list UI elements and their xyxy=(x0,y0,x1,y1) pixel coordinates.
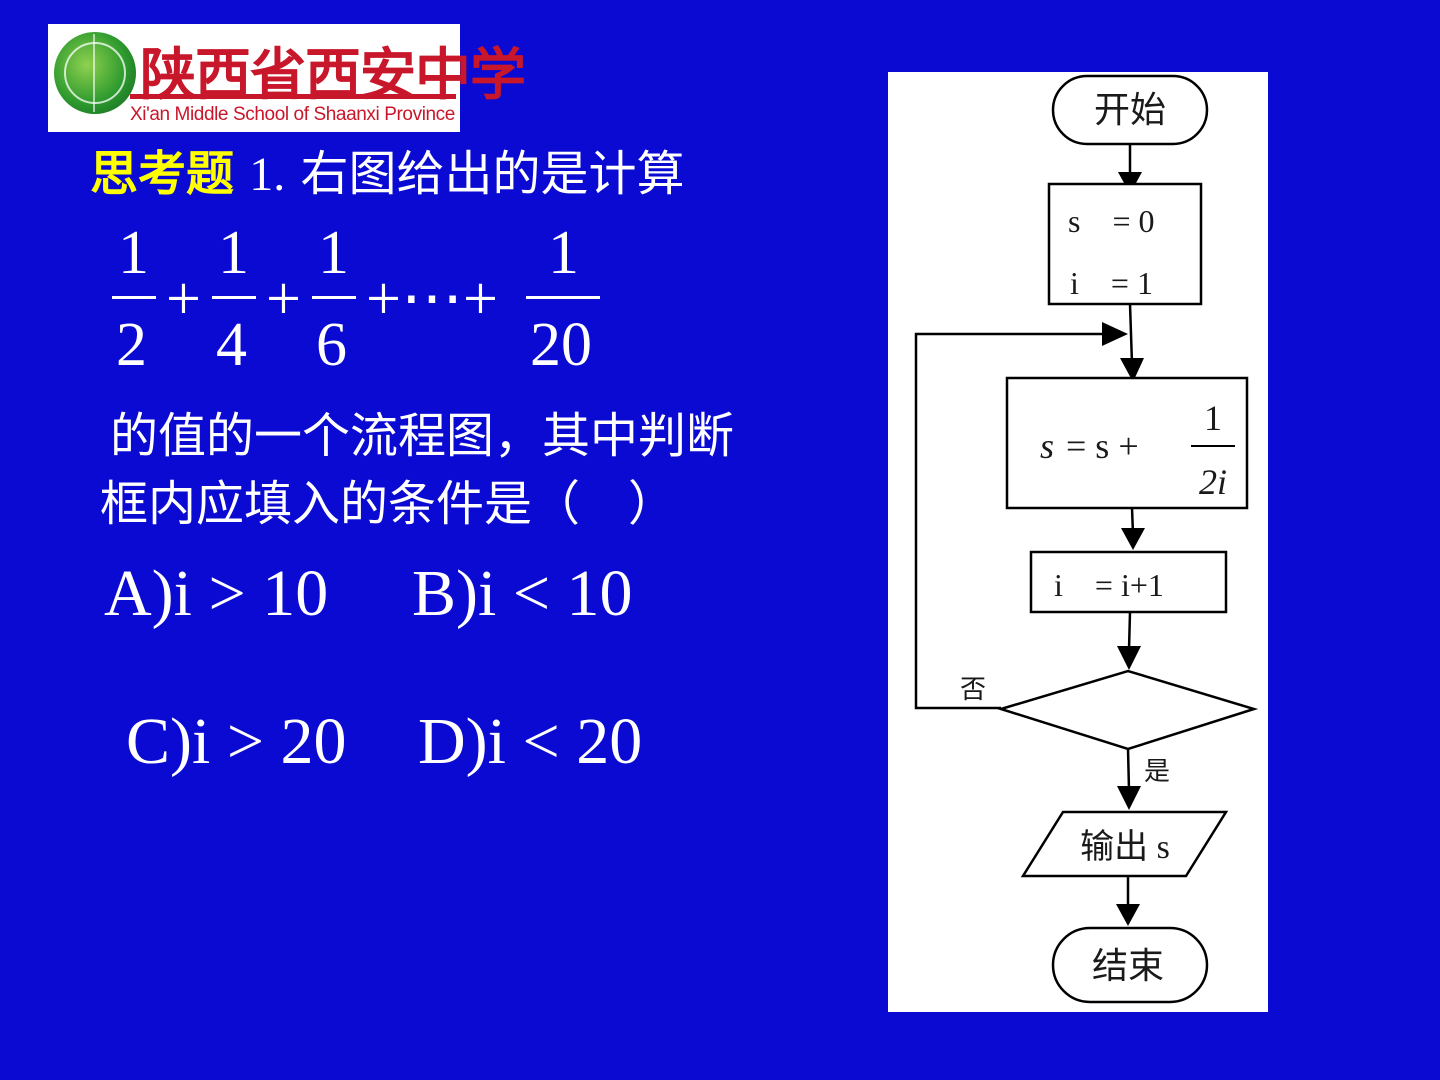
fraction-4-numerator: 1 xyxy=(548,219,579,287)
flowchart-panel: 开始 s = 0 i = 1 s = s + 1 2i i = i+1 否 xyxy=(888,72,1268,1012)
arrow-update-i-decision-head xyxy=(1117,646,1141,670)
flowchart-diagram: 开始 s = 0 i = 1 s = s + 1 2i i = i+1 否 xyxy=(914,74,1259,1004)
decision-diamond xyxy=(996,669,1259,751)
option-b[interactable]: B)i < 10 xyxy=(412,556,633,632)
arrow-init-update-head xyxy=(1120,358,1144,382)
plus-2: + xyxy=(266,265,301,333)
option-a-letter: A) xyxy=(104,557,174,630)
init-process-box xyxy=(1047,182,1203,306)
globe-emblem-icon xyxy=(54,32,136,114)
update-s-expr: = s + xyxy=(1066,426,1139,466)
fraction-1-numerator: 1 xyxy=(118,219,149,287)
question-line-3: 框内应填入的条件是（ ） xyxy=(100,476,677,532)
init-s-text: s = 0 xyxy=(1068,203,1155,239)
arrow-init-update-line xyxy=(1128,303,1134,365)
fraction-1-bar xyxy=(112,296,156,299)
fraction-2-bar xyxy=(212,296,256,299)
arrow-update-s-i-head xyxy=(1121,528,1145,550)
logo-divider xyxy=(130,94,456,99)
fraction-4-bar xyxy=(526,296,600,299)
option-a[interactable]: A)i > 10 xyxy=(104,556,328,632)
plus-1: + xyxy=(166,265,201,333)
update-s-box xyxy=(1005,376,1249,510)
sum-expression: 1 2 + 1 4 + 1 6 +⋯+ 1 20 xyxy=(108,219,608,376)
fraction-2-denominator: 4 xyxy=(216,311,247,379)
fraction-3-denominator: 6 xyxy=(316,311,347,379)
option-c[interactable]: C)i > 20 xyxy=(126,704,347,780)
arrow-decision-output-line xyxy=(1126,748,1131,791)
option-b-letter: B) xyxy=(412,557,478,630)
option-c-text: i > 20 xyxy=(192,705,347,778)
init-i-text: i = 1 xyxy=(1070,265,1153,301)
fraction-4-denominator: 20 xyxy=(530,311,592,379)
start-label: 开始 xyxy=(1094,90,1166,130)
option-c-letter: C) xyxy=(126,705,192,778)
end-terminal xyxy=(1051,926,1209,1004)
question-line-1: 思考题 1. 右图给出的是计算 xyxy=(90,134,685,204)
output-label: 输出 s xyxy=(1080,828,1170,866)
question-text-1: 右图给出的是计算 xyxy=(300,146,685,202)
option-b-text: i < 10 xyxy=(478,557,633,630)
update-s-fraction-numerator: 1 xyxy=(1204,398,1222,438)
update-s-fraction-denominator: 2i xyxy=(1199,462,1227,502)
arrow-output-end-head xyxy=(1116,904,1140,926)
fraction-2-numerator: 1 xyxy=(218,219,249,287)
update-i-box xyxy=(1029,550,1228,614)
arrow-update-i-decision-line xyxy=(1127,611,1132,651)
decision-yes-label: 是 xyxy=(1144,757,1170,786)
question-number: 1. xyxy=(249,148,286,201)
option-d-letter: D) xyxy=(418,705,488,778)
option-d-text: i < 20 xyxy=(487,705,643,778)
school-logo: 陕西省西安中学 Xi'an Middle School of Shaanxi P… xyxy=(48,24,526,132)
update-i-text: i = i+1 xyxy=(1054,567,1164,603)
loop-back-line xyxy=(914,332,1114,710)
update-s-var: s xyxy=(1040,426,1054,466)
option-d[interactable]: D)i < 20 xyxy=(418,704,642,780)
loop-back-arrow-head xyxy=(1102,322,1128,346)
end-label: 结束 xyxy=(1092,946,1164,986)
fraction-3-numerator: 1 xyxy=(318,219,349,287)
fraction-1-denominator: 2 xyxy=(116,311,147,379)
decision-no-label: 否 xyxy=(960,675,986,704)
question-line-2: 的值的一个流程图，其中判断 xyxy=(110,408,735,464)
question-label: 思考题 xyxy=(90,146,235,202)
fraction-3-bar xyxy=(312,296,356,299)
plus-ellipsis: +⋯+ xyxy=(366,265,498,333)
output-parallelogram xyxy=(1020,810,1229,878)
option-a-text: i > 10 xyxy=(173,557,329,630)
logo-name-en: Xi'an Middle School of Shaanxi Province xyxy=(130,104,455,125)
arrow-decision-output-head xyxy=(1117,786,1141,810)
